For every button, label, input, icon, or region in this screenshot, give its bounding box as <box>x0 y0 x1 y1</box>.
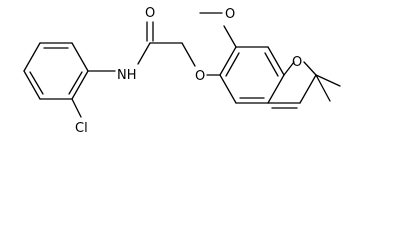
ch2-oxygen-bond <box>181 42 196 67</box>
ring-oxygen-label: O <box>292 55 302 70</box>
ether-oxygen-label: O <box>195 69 205 84</box>
amide-nitrogen-label: NH <box>117 68 137 83</box>
chlorine-label: Cl <box>75 121 88 136</box>
chlorophenyl-ring <box>23 42 89 100</box>
methyl-bond-2 <box>315 74 331 102</box>
chemical-structure-diagram: Cl NH O O O O <box>23 6 341 136</box>
ring-methoxy-bond <box>223 25 237 48</box>
n-carbonyl-bond <box>137 42 151 65</box>
methoxy-oxygen-label: O <box>225 7 235 22</box>
c-cl-bond <box>71 98 82 118</box>
pyran-ring <box>267 61 317 109</box>
methyl-bond-1 <box>315 74 341 87</box>
benzo-ring <box>219 46 285 104</box>
carbonyl-oxygen-label: O <box>145 6 155 21</box>
